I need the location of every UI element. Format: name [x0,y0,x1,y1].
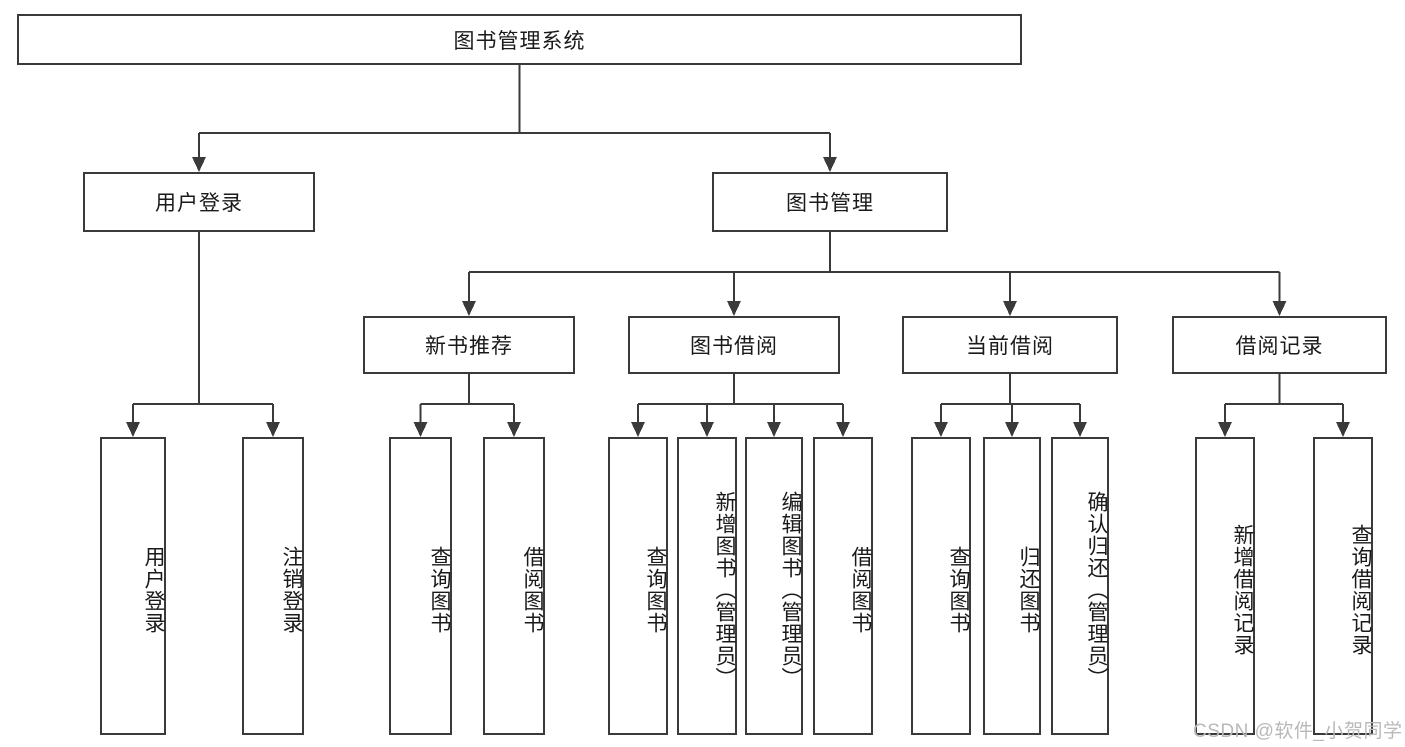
node-leaf-query-book-2[interactable]: 查询图书 [608,437,668,735]
node-user-login[interactable]: 用户登录 [83,172,315,232]
node-leaf-logout-login[interactable]: 注销登录 [242,437,304,735]
node-leaf-confirm-return-label: 确认归还（管理员） [1085,491,1108,689]
node-leaf-confirm-return[interactable]: 确认归还（管理员） [1051,437,1109,735]
node-borrow-record[interactable]: 借阅记录 [1172,316,1387,374]
node-leaf-query-borrow-record[interactable]: 查询借阅记录 [1313,437,1373,735]
node-leaf-query-borrow-record-label: 查询借阅记录 [1349,524,1372,656]
node-leaf-borrow-book-1-label: 借阅图书 [521,546,544,634]
node-new-book-recommend[interactable]: 新书推荐 [363,316,575,374]
node-leaf-add-book-label: 新增图书（管理员） [713,491,736,689]
node-new-book-recommend-label: 新书推荐 [425,335,513,358]
node-leaf-borrow-book-2[interactable]: 借阅图书 [813,437,873,735]
node-borrow-record-label: 借阅记录 [1235,335,1324,358]
node-leaf-return-book-label: 归还图书 [1017,546,1040,634]
node-leaf-add-borrow-record-label: 新增借阅记录 [1231,524,1254,656]
node-leaf-add-borrow-record[interactable]: 新增借阅记录 [1195,437,1255,735]
node-leaf-borrow-book-2-label: 借阅图书 [849,546,872,634]
node-leaf-query-book-2-label: 查询图书 [644,546,667,634]
node-leaf-logout-login-label: 注销登录 [280,546,303,634]
node-leaf-user-login[interactable]: 用户登录 [100,437,166,735]
node-current-borrow-label: 当前借阅 [966,335,1054,358]
node-leaf-query-book-1[interactable]: 查询图书 [389,437,452,735]
watermark: CSDN @软件_小贺同学 [1193,721,1403,742]
node-root[interactable]: 图书管理系统 [17,14,1022,65]
node-leaf-user-login-label: 用户登录 [142,546,165,634]
node-book-management[interactable]: 图书管理 [712,172,948,232]
node-leaf-return-book[interactable]: 归还图书 [983,437,1041,735]
node-leaf-edit-book[interactable]: 编辑图书（管理员） [745,437,803,735]
node-leaf-add-book[interactable]: 新增图书（管理员） [677,437,737,735]
node-book-borrow-label: 图书借阅 [690,335,778,358]
node-leaf-query-book-1-label: 查询图书 [428,546,451,634]
node-current-borrow[interactable]: 当前借阅 [902,316,1118,374]
node-root-label: 图书管理系统 [453,29,586,53]
node-leaf-query-book-3[interactable]: 查询图书 [911,437,971,735]
node-user-login-label: 用户登录 [155,192,243,215]
node-leaf-edit-book-label: 编辑图书（管理员） [779,491,802,689]
node-leaf-query-book-3-label: 查询图书 [947,546,970,634]
node-book-borrow[interactable]: 图书借阅 [628,316,840,374]
node-leaf-borrow-book-1[interactable]: 借阅图书 [483,437,545,735]
node-book-management-label: 图书管理 [786,192,874,215]
